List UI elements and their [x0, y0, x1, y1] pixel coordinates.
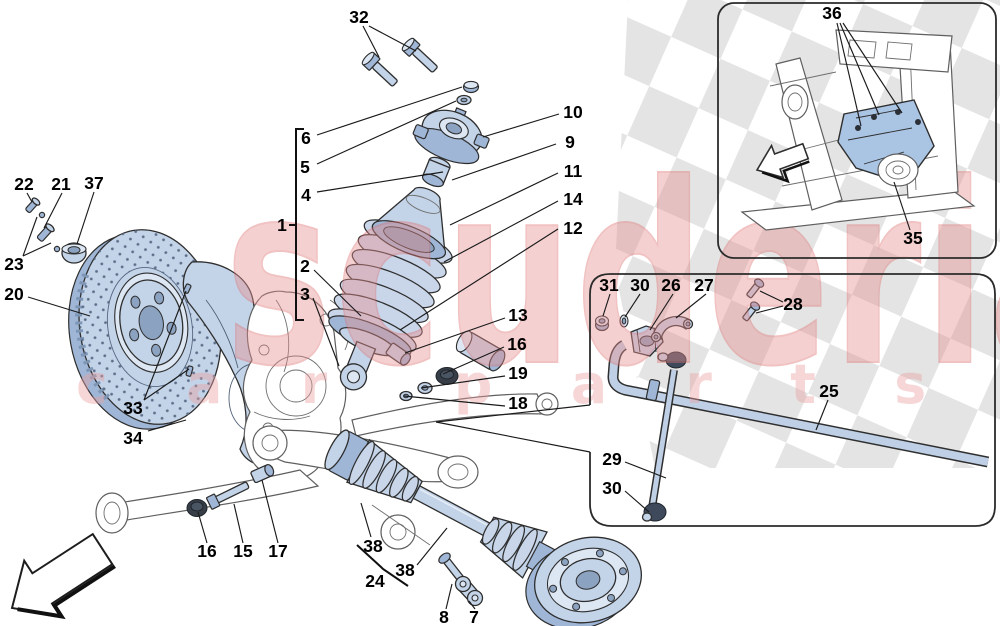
arb-clamp: [652, 315, 691, 340]
part-label-8: 8: [439, 607, 449, 626]
part-label-30: 30: [602, 478, 622, 498]
mount-bolts: [361, 37, 438, 87]
part-label-38: 38: [395, 560, 415, 580]
part-label-16: 16: [507, 334, 527, 354]
group-bracket-1: [289, 128, 304, 321]
part-label-3: 3: [300, 284, 310, 304]
shock-absorber-assembly: [327, 107, 490, 391]
part-label-19: 19: [508, 363, 528, 383]
part-label-1: 1: [277, 215, 287, 235]
part-label-32: 32: [349, 7, 369, 27]
part-label-34: 34: [123, 428, 143, 448]
part-label-13: 13: [508, 305, 528, 325]
anti-roll-bar-inset-border: [435, 273, 996, 527]
part-label-24: 24: [365, 571, 385, 591]
part-label-20: 20: [4, 284, 24, 304]
part-label-12: 12: [563, 218, 583, 238]
part-label-22: 22: [14, 174, 34, 194]
part-label-31: 31: [599, 275, 619, 295]
direction-arrow-main: [10, 532, 116, 620]
bleed-screws-and-grommet: [25, 197, 87, 264]
hub-flange: [525, 536, 643, 626]
part-label-17: 17: [268, 541, 287, 561]
anti-roll-bar-inset-content: [594, 278, 990, 522]
direction-arrow-inset: [755, 142, 810, 184]
part-label-26: 26: [661, 275, 681, 295]
main-assembly-drawing: [25, 37, 643, 626]
part-label-30: 30: [630, 275, 650, 295]
part-label-11: 11: [564, 161, 583, 181]
flange-bolt-and-plate: [438, 552, 484, 607]
part-label-21: 21: [51, 174, 71, 194]
part-label-27: 27: [694, 275, 713, 295]
part-label-5: 5: [300, 157, 310, 177]
part-label-37: 37: [84, 173, 103, 193]
part-label-25: 25: [819, 381, 839, 401]
part-label-10: 10: [563, 102, 583, 122]
part-label-15: 15: [233, 541, 253, 561]
part-label-6: 6: [301, 128, 311, 148]
part-label-23: 23: [4, 254, 24, 274]
front-lower-arm: [95, 469, 320, 534]
subframe-line-art: [740, 29, 976, 231]
part-label-33: 33: [123, 398, 143, 418]
part-label-14: 14: [563, 189, 583, 209]
arm-bolt-hardware: [186, 464, 275, 517]
part-label-16: 16: [197, 541, 217, 561]
part-label-35: 35: [903, 228, 923, 248]
group-bracket-24: [356, 544, 409, 587]
driveshaft: [324, 429, 557, 579]
drop-link: [649, 369, 677, 509]
mount-nut-washer: [456, 80, 480, 106]
part-label-9: 9: [565, 132, 575, 152]
part-label-38: 38: [363, 536, 383, 556]
part-label-28: 28: [783, 294, 803, 314]
part-label-4: 4: [301, 185, 311, 205]
anti-roll-bar: [608, 341, 989, 466]
subframe-detail-inset: [717, 2, 997, 259]
part-label-29: 29: [602, 449, 622, 469]
part-label-2: 2: [300, 256, 310, 276]
leader-lines: [22, 22, 911, 610]
part-label-36: 36: [822, 3, 842, 23]
part-label-18: 18: [508, 393, 528, 413]
part-label-7: 7: [469, 607, 479, 626]
